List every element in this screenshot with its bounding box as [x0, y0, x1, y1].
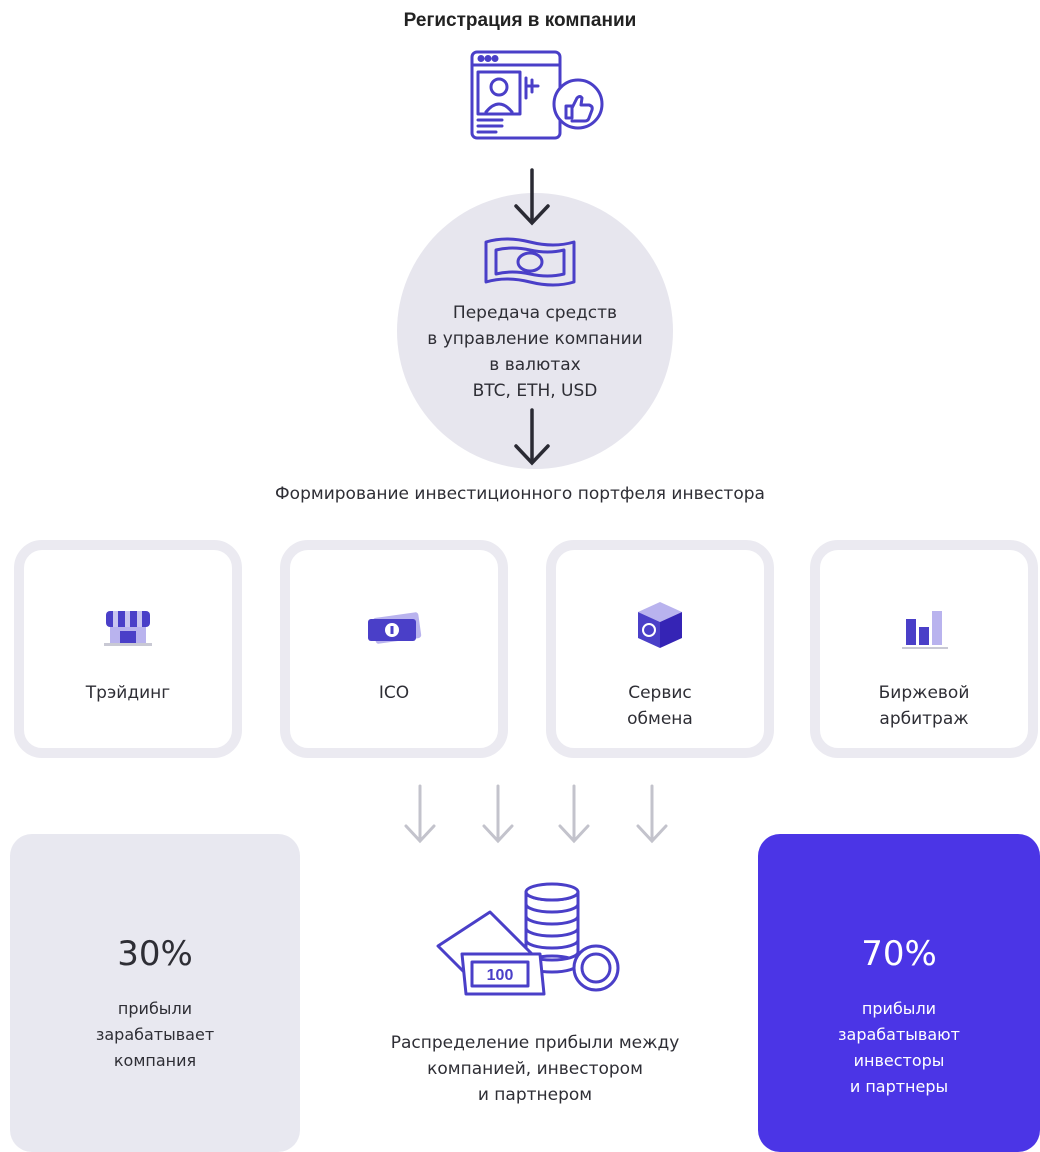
investor-profit-description: прибыли зарабатывают инвесторы и партнер…	[758, 996, 1040, 1100]
company-profit-description: прибыли зарабатывает компания	[10, 996, 300, 1074]
distribution-description: Распределение прибыли между компанией, и…	[330, 1030, 740, 1108]
banknote-value: 100	[487, 967, 514, 984]
exchange-box-icon	[638, 602, 682, 648]
transfer-line: Передача средств	[452, 303, 618, 323]
card-label: Сервис обмена	[556, 680, 764, 732]
card-label-line: Сервис	[628, 683, 692, 703]
registration-title: Регистрация в компании	[403, 10, 637, 31]
company-profit-box: 30% прибыли зарабатывает компания	[10, 834, 300, 1152]
card-trading: Трэйдинг	[14, 540, 242, 758]
gray-arrows	[404, 784, 668, 844]
arrow-down-icon	[482, 784, 514, 844]
arrow-down-icon	[514, 168, 550, 226]
description-line: и партнеры	[849, 1077, 949, 1096]
card-exchange: Сервис обмена	[546, 540, 774, 758]
card-label-line: Трэйдинг	[85, 683, 171, 703]
card-label-line: обмена	[627, 709, 693, 729]
arrow-down-icon	[404, 784, 436, 844]
arrow-down-icon	[636, 784, 668, 844]
arrow-down-icon	[558, 784, 590, 844]
transfer-circle	[397, 193, 673, 469]
company-percent: 30%	[117, 934, 193, 974]
investor-percent: 70%	[861, 934, 937, 974]
coin-ticket-icon	[368, 612, 422, 644]
card-label: Трэйдинг	[24, 680, 232, 706]
market-stall-icon	[104, 611, 152, 646]
distribution-line: Распределение прибыли между	[390, 1033, 680, 1053]
investor-profit-box: 70% прибыли зарабатывают инвесторы и пар…	[758, 834, 1040, 1152]
card-label-line: арбитраж	[879, 709, 969, 729]
card-ico: ICO	[280, 540, 508, 758]
distribution-line: и партнером	[477, 1085, 593, 1105]
bar-chart-icon	[902, 611, 948, 649]
card-label: Биржевой арбитраж	[820, 680, 1028, 732]
banknote-icon	[484, 237, 576, 287]
description-line: компания	[113, 1051, 197, 1070]
description-line: инвесторы	[853, 1051, 945, 1070]
card-label-line: Биржевой	[878, 683, 970, 703]
transfer-line: в валютах	[489, 355, 581, 375]
card-label-line: ICO	[378, 683, 410, 703]
card-arbitrage: Биржевой арбитраж	[810, 540, 1038, 758]
transfer-line: BTC, ETH, USD	[472, 381, 598, 401]
description-line: зарабатывает	[95, 1025, 215, 1044]
distribution-line: компанией, инвестором	[427, 1059, 643, 1079]
coins-banknotes-icon: 100	[436, 882, 620, 996]
card-label: ICO	[290, 680, 498, 706]
arrow-down-icon	[514, 408, 550, 466]
description-line: прибыли	[117, 999, 193, 1018]
description-line: прибыли	[861, 999, 937, 1018]
transfer-line: в управление компании	[427, 329, 643, 349]
description-line: зарабатывают	[838, 1025, 960, 1044]
registration-icon	[470, 50, 604, 140]
portfolio-title: Формирование инвестиционного портфеля ин…	[275, 484, 765, 504]
transfer-description: Передача средств в управление компании в…	[380, 300, 690, 404]
